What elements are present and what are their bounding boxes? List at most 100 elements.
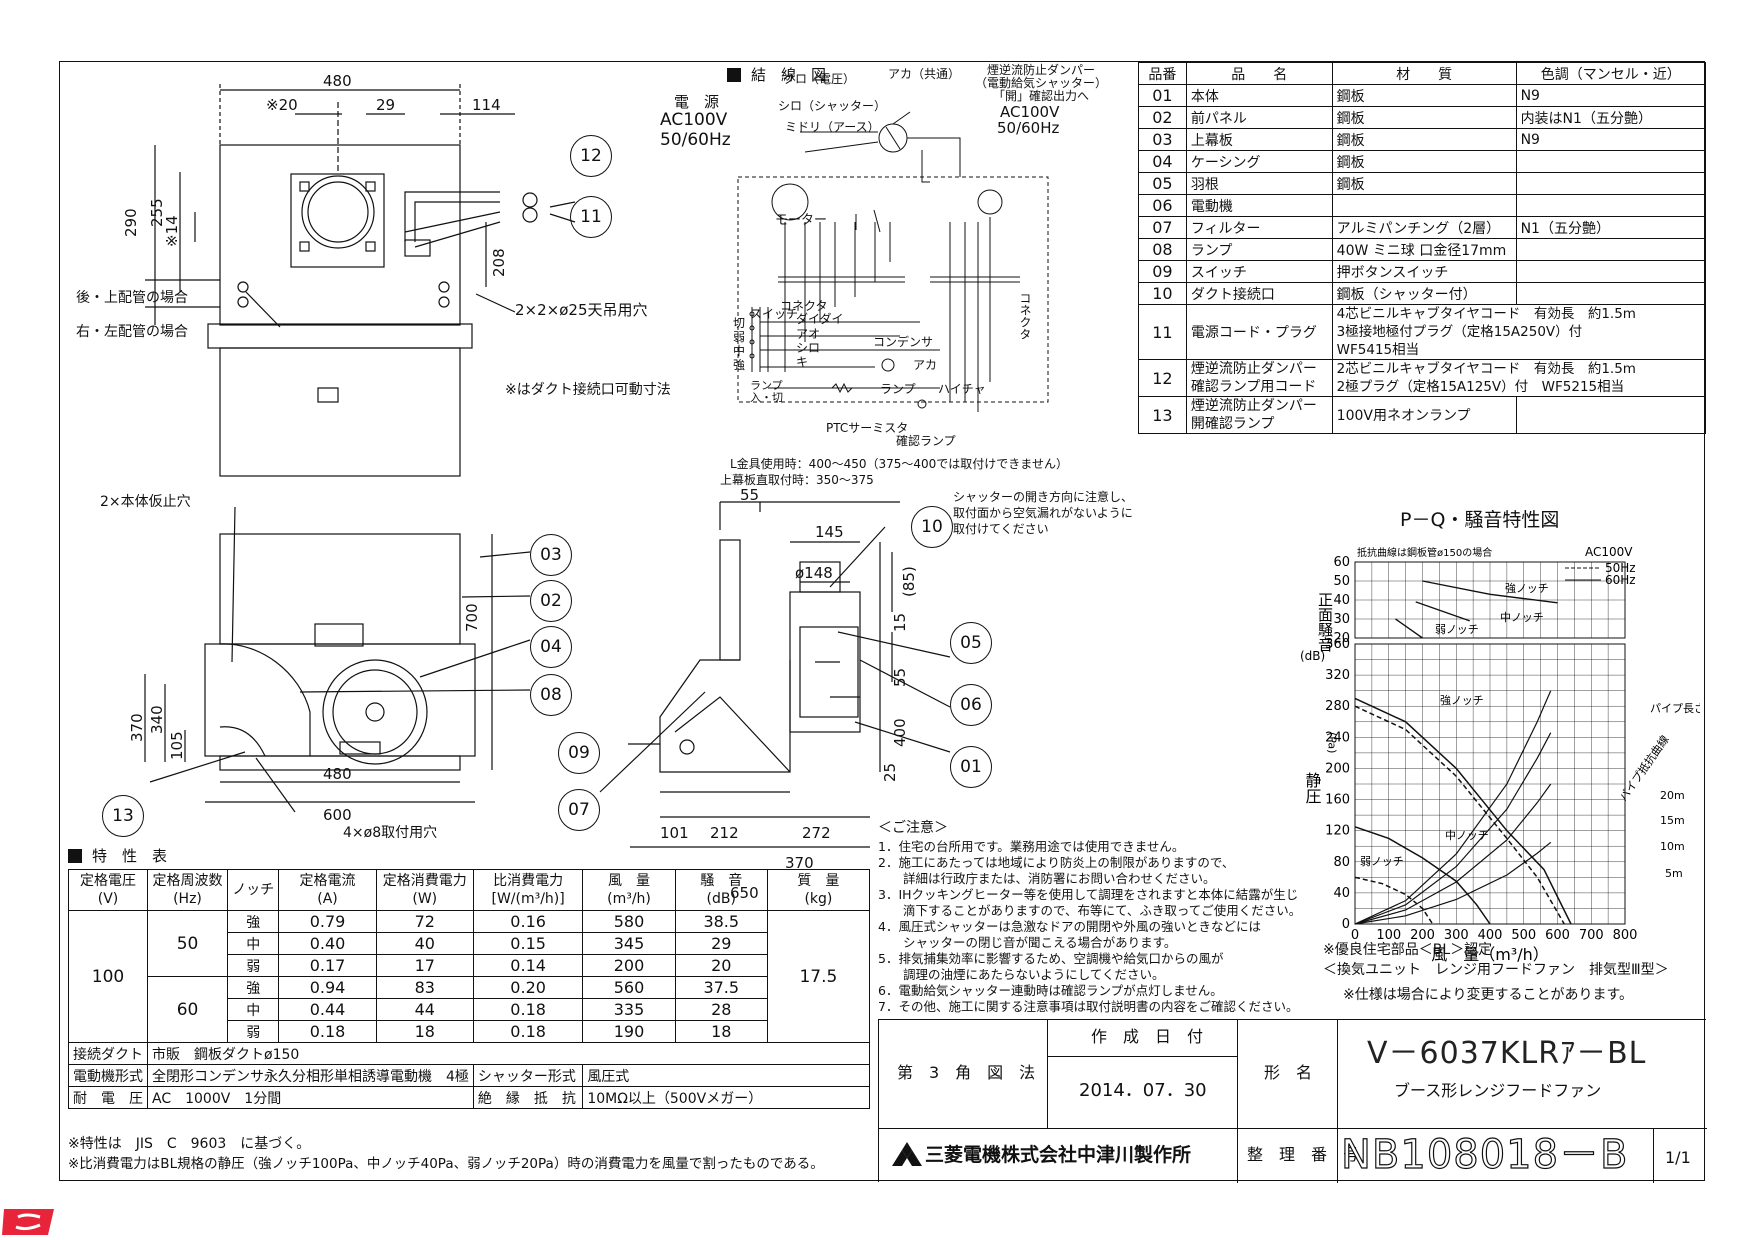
pressure-tick-label: 40 (1333, 886, 1350, 901)
note-bl-cert: ※優良住宅部品＜BL＞認定 (1323, 942, 1493, 958)
parts-cell: 鋼板 (1331, 150, 1517, 173)
title-block: 第 3 角 図 法 作 成 日 付 2014．07．30 形 名 V－6037K… (878, 1019, 1707, 1183)
spec-cell: 0.18 (472, 1020, 584, 1043)
dim-top-208: 208 (490, 248, 508, 277)
wiring-power-label: 電 源 (674, 93, 720, 111)
parts-cell: 04 (1138, 150, 1187, 173)
legend-50hz: 50Hz (1605, 561, 1636, 575)
parts-cell: ケーシング (1185, 150, 1333, 173)
spec-cell: 29 (674, 932, 768, 955)
dim-top-width: 480 (323, 72, 352, 90)
top-view-drawing: 480 ※20 29 114 290 255 ※14 208 (122, 72, 576, 477)
pq-curve-label: 10m (1660, 840, 1685, 853)
spec-title: 特 性 表 (68, 848, 167, 864)
dim-top-255: 255 (148, 198, 166, 227)
parts-cell: N1（五分艶） (1515, 216, 1707, 239)
pq-curve-label: 強ノッチ (1440, 694, 1484, 707)
parts-cell (1515, 260, 1707, 283)
caution-item: 4．風圧式シャッターは急激なドアの開閉や外風の強いときなどには (878, 919, 1261, 934)
noise-note: 抵抗曲線は鋼板管ø150の場合 (1357, 546, 1492, 559)
insulation-value: 10MΩ以上（500Vメガー） (582, 1086, 870, 1109)
pressure-tick-label: 200 (1325, 761, 1350, 776)
noise-axis-label: 正面騒音 (1316, 592, 1334, 652)
pq-curve-label: 中ノッチ (1500, 611, 1544, 624)
wiring-title: 結 線 図 (727, 67, 826, 83)
pressure-tick-label: 280 (1325, 699, 1350, 714)
noise-unit: (dB) (1300, 649, 1325, 663)
wire-color-orange: ダイダイ (796, 312, 844, 326)
parts-cell: フィルター (1185, 216, 1333, 239)
wiring-connector: コネクタ (780, 299, 828, 313)
note-spec-change: ※仕様は場合により変更することがあります。 (1343, 987, 1634, 1003)
dim-side-55: 55 (740, 486, 759, 504)
dim-side-148: ø148 (795, 564, 833, 582)
spec-header-cell: 定格消費電力(W) (375, 869, 474, 911)
spec-header-unit: (Hz) (173, 891, 202, 907)
spec-header-unit: (V) (97, 891, 119, 907)
spec-motor-row: 電動機形式全閉形コンデンサ永久分相形単相誘導電動機 4極シャッター形式風圧式 (68, 1064, 870, 1087)
parts-cell-line: 2芯ビニルキャブタイヤコード 有効長 約1.5m (1336, 361, 1636, 377)
shutter-label: シャッター形式 (472, 1064, 584, 1087)
switch-mode-high: 強 (733, 358, 746, 372)
parts-cell: ダクト接続口 (1185, 282, 1333, 305)
pq-curve (1354, 705, 1565, 925)
spec-cell: 345 (582, 932, 676, 955)
spec-header-unit: (dB) (706, 891, 736, 907)
parts-header-cell: 色調（マンセル・近） (1515, 62, 1707, 85)
model-label: 形 名 (1264, 1063, 1313, 1082)
note-duct-movable: ※はダクト接続口可動寸法 (505, 382, 671, 398)
caution-item: 詳細は行政庁または、消防署にお問い合わせください。 (878, 871, 1216, 886)
dim-top-14: ※14 (163, 215, 181, 247)
pressure-tick-label: 320 (1325, 668, 1350, 683)
pressure-axis-label: 静圧 (1303, 772, 1322, 804)
parts-cell (1515, 396, 1707, 434)
product-name: ブース形レンジフードファン (1394, 1081, 1602, 1100)
parts-cell: 羽根 (1185, 172, 1333, 195)
noise-tick-label: 40 (1333, 593, 1350, 608)
callout-02: 02 (530, 580, 572, 622)
spec-cell: 0.20 (472, 976, 584, 999)
spec-frequency: 60 (146, 976, 229, 1043)
wiring-confirm-lamp: 確認ランプ (896, 434, 956, 448)
dim-side-25: 25 (881, 763, 899, 782)
spec-header-label: 風 量 (608, 873, 650, 889)
cautions-list: 1．住宅の台所用です。業務用途では使用できません。2．施工にあたっては地域により… (878, 839, 1301, 1015)
duct-label: 接続ダクト (68, 1042, 148, 1065)
parts-cell: 電動機 (1185, 194, 1333, 217)
spec-cell: 200 (582, 954, 676, 977)
caution-item: シャッターの閉じ音が聞こえる場合があります。 (878, 935, 1177, 950)
front-view-drawing: 700 370 340 105 480 600 (128, 506, 531, 822)
note-l-bracket: L金具使用時：400～450（375～400では取付けできません） (730, 457, 1068, 471)
parts-cell (1515, 150, 1707, 173)
spec-header-cell: 騒 音(dB) (674, 869, 768, 911)
parts-cell-line: 3極接地極付プラグ（定格15A250V）付 (1336, 324, 1583, 340)
wiring-lamp-switch: ランプ入・切 (750, 379, 783, 404)
projection-method: 第 3 角 図 法 (897, 1063, 1036, 1082)
pressure-tick-label: 0 (1342, 917, 1350, 932)
spec-cell: 335 (582, 998, 676, 1021)
motor-value: 全閉形コンデンサ永久分相形単相誘導電動機 4極 (147, 1064, 474, 1087)
caution-item: 5．排気捕集効率に影響するため、空調機や給気口からの風が (878, 951, 1224, 966)
parts-cell: 03 (1138, 128, 1187, 151)
noise-tick-label: 20 (1333, 631, 1350, 646)
dim-side-370: 370 (785, 854, 814, 872)
parts-cell: 煙逆流防止ダンパー開確認ランプ (1185, 396, 1333, 434)
parts-cell: 01 (1138, 84, 1187, 107)
spec-header-unit: (A) (317, 891, 338, 907)
x-tick-label: 0 (1351, 928, 1359, 943)
parts-cell-line: 煙逆流防止ダンパー (1190, 361, 1317, 377)
dim-side-15: 15 (891, 613, 909, 632)
spec-header-row: 定格電圧(V)定格周波数(Hz)ノッチ定格電流(A)定格消費電力(W)比消費電力… (68, 869, 871, 911)
callout-12: 12 (570, 135, 612, 177)
drawing-sheet: 480 ※20 29 114 290 255 ※14 208 12 11 後・上… (59, 61, 1707, 1183)
pressure-tick-label: 80 (1333, 855, 1350, 870)
spec-header-label: 定格消費電力 (382, 873, 467, 889)
spec-header-label: 比消費電力 (493, 873, 564, 889)
dim-top-290: 290 (122, 208, 140, 237)
